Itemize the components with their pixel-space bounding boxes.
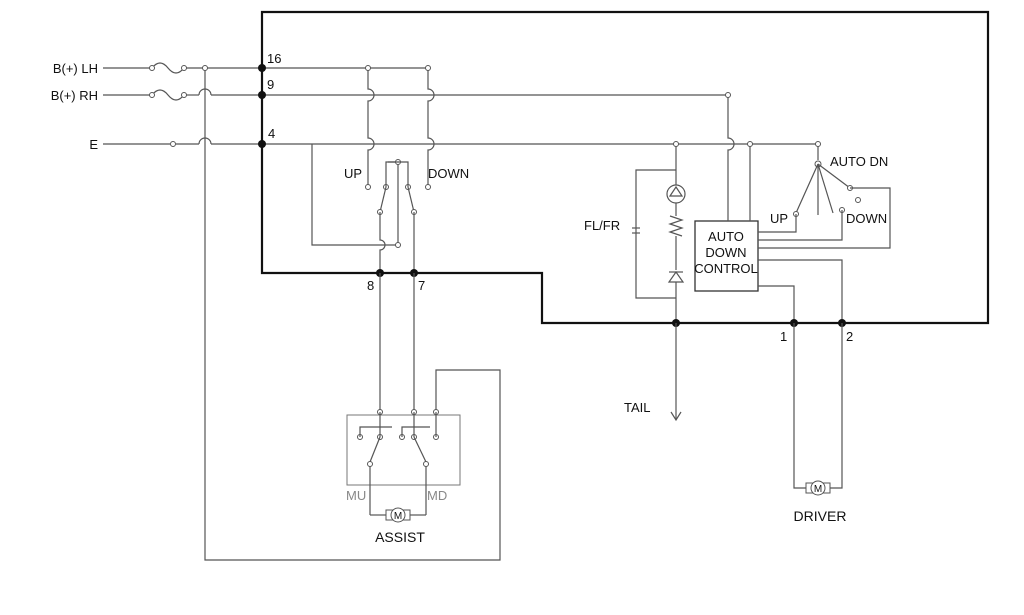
assist-mu-label: MU: [346, 488, 366, 503]
svg-text:M: M: [814, 484, 822, 495]
pin-16-label: 16: [267, 51, 281, 66]
switch-housing-outline: [260, 10, 990, 325]
pin-4-label: 4: [268, 126, 275, 141]
assist-motor-label: ASSIST: [375, 529, 425, 545]
input-b-rh-label: B(+) RH: [51, 88, 98, 103]
input-b-rh-wire: [103, 88, 262, 101]
input-b-lh-label: B(+) LH: [53, 61, 98, 76]
driver-down-label: DOWN: [846, 211, 887, 226]
passenger-up-label: UP: [344, 166, 362, 181]
lamp-circuit: [632, 141, 686, 323]
driver-motor-label: DRIVER: [794, 508, 847, 524]
controller-label-line3: CONTROL: [694, 261, 758, 276]
pin-7-label: 7: [418, 278, 425, 293]
pin-9-label: 9: [267, 77, 274, 92]
controller-label-line2: DOWN: [705, 245, 746, 260]
auto-down-control-box: [694, 220, 759, 292]
lamp-label: FL/FR: [584, 218, 620, 233]
svg-text:M: M: [394, 511, 402, 522]
driver-auto-dn-label: AUTO DN: [830, 154, 888, 169]
assist-md-label: MD: [427, 488, 447, 503]
driver-switch: [758, 141, 891, 249]
passenger-switch: [365, 161, 431, 273]
pin-8-label: 8: [367, 278, 374, 293]
assist-motor-icon: M: [385, 507, 411, 523]
assist-switch: [346, 409, 461, 515]
input-b-lh-wire: [103, 62, 262, 74]
controller-label-line1: AUTO: [708, 229, 744, 244]
passenger-down-label: DOWN: [428, 166, 469, 181]
input-e-wire: [103, 137, 262, 147]
driver-motor-icon: M: [805, 480, 831, 496]
pin-2-label: 2: [846, 329, 853, 344]
driver-up-label: UP: [770, 211, 788, 226]
input-e-label: E: [89, 137, 98, 152]
tail-label: TAIL: [624, 400, 651, 415]
assist-supply-wire: [204, 68, 501, 561]
pin-1-label: 1: [780, 329, 787, 344]
